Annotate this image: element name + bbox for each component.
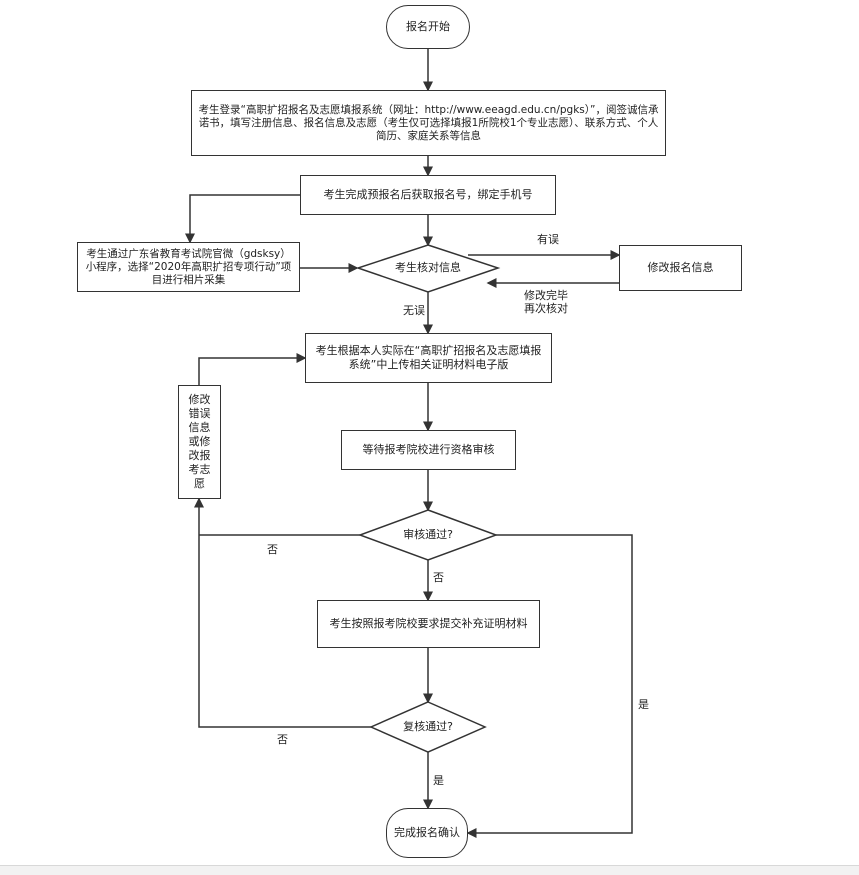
end-node[interactable]: 完成报名确认 bbox=[386, 808, 468, 858]
get-number-step[interactable]: 考生完成预报名后获取报名号，绑定手机号 bbox=[300, 175, 556, 215]
arrow-review-yes-to-end bbox=[466, 534, 633, 838]
recheck-decision[interactable]: 复核通过? bbox=[403, 720, 453, 733]
arrow-get-number-to-photo bbox=[185, 194, 300, 244]
decision-review-shape bbox=[357, 509, 499, 561]
label-recheck-no: 否 bbox=[277, 733, 288, 746]
label-review-no-down: 否 bbox=[433, 571, 444, 584]
review-decision[interactable]: 审核通过? bbox=[403, 528, 453, 541]
label-recheck-yes: 是 bbox=[433, 774, 444, 787]
check-info-decision[interactable]: 考生核对信息 bbox=[395, 261, 461, 274]
register-step[interactable]: 考生登录“高职扩招报名及志愿填报系统（网址：http://www.eeagd.e… bbox=[191, 90, 666, 156]
start-node[interactable]: 报名开始 bbox=[386, 5, 470, 49]
fix-error-text: 修改错误信息或修改报考志愿 bbox=[188, 393, 211, 490]
fix-error-step[interactable]: 修改错误信息或修改报考志愿 bbox=[178, 385, 221, 499]
decision-recheck-shape bbox=[369, 701, 487, 753]
label-review-yes: 是 bbox=[638, 698, 649, 711]
modify-info-step[interactable]: 修改报名信息 bbox=[619, 245, 742, 291]
label-modified-recheck: 修改完毕 再次核对 bbox=[524, 289, 568, 315]
arrow-recheck-no-to-fix bbox=[194, 497, 371, 728]
label-review-no-left: 否 bbox=[267, 543, 278, 556]
label-no-error: 无误 bbox=[403, 304, 425, 317]
label-has-error: 有误 bbox=[537, 233, 559, 246]
window-bottom-bar bbox=[0, 865, 859, 875]
decision-check-info-shape bbox=[355, 244, 501, 293]
arrow-fix-to-upload bbox=[198, 353, 307, 385]
supplement-step[interactable]: 考生按照报考院校要求提交补充证明材料 bbox=[317, 600, 540, 648]
upload-step[interactable]: 考生根据本人实际在“高职扩招报名及志愿填报系统”中上传相关证明材料电子版 bbox=[305, 333, 552, 383]
wait-review-step[interactable]: 等待报考院校进行资格审核 bbox=[341, 430, 516, 470]
photo-step[interactable]: 考生通过广东省教育考试院官微（gdsksy）小程序，选择“2020年高职扩招专项… bbox=[77, 242, 300, 292]
